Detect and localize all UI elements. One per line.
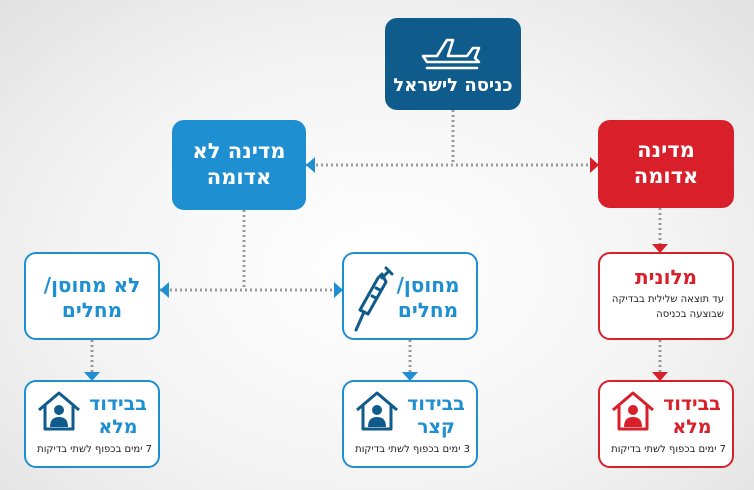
hotel-box: מלונית עד תוצאה שלילית בבדיקה שבוצעה בכנ…	[598, 252, 734, 340]
vaccinated-label-line2: מחלים	[397, 298, 459, 322]
syringe-icon	[354, 266, 394, 332]
arrow-into-vaccinated	[334, 282, 343, 298]
not-vaccinated-label-line1: לא מחוסן/	[43, 273, 141, 297]
house-person-icon	[612, 391, 654, 431]
red-country-label-line1: מדינה	[637, 138, 695, 162]
arrow-into-full-isolation-blue	[84, 372, 100, 381]
hotel-desc-line2: שבוצעה בכניסה	[656, 309, 724, 320]
arrow-into-red-country	[590, 157, 599, 173]
entry-to-israel-box: כניסה לישראל	[385, 18, 521, 110]
entry-label: כניסה לישראל	[393, 75, 513, 96]
full-isolation-red-line2: מלא	[672, 416, 712, 438]
red-country-box: מדינה אדומה	[598, 120, 734, 208]
not-vaccinated-box: לא מחוסן/ מחלים	[24, 252, 160, 340]
not-vaccinated-label-line2: מחלים	[61, 298, 123, 322]
vaccinated-label-line1: מחוסן/	[396, 273, 460, 297]
full-isolation-blue-line2: מלא	[98, 416, 138, 438]
full-isolation-red-note: 7 ימים בכפוף לשתי בדיקות	[611, 444, 726, 455]
arrow-into-hotel	[652, 244, 668, 253]
house-person-icon	[356, 391, 398, 431]
short-isolation-line2: קצר	[417, 416, 455, 438]
vaccinated-box: מחוסן/ מחלים	[342, 252, 478, 340]
short-isolation-note: 3 ימים בכפוף לשתי בדיקות	[355, 444, 470, 455]
non-red-country-box: מדינה לא אדומה	[172, 120, 306, 210]
red-country-label-line2: אדומה	[633, 164, 699, 188]
hotel-desc-line1: עד תוצאה שלילית בבדיקה	[611, 294, 724, 305]
arrow-into-short-isolation	[402, 372, 418, 381]
full-isolation-blue-note: 7 ימים בכפוף לשתי בדיקות	[37, 444, 152, 455]
house-person-icon	[38, 391, 80, 431]
arrow-into-full-isolation-red	[652, 372, 668, 381]
airplane-icon	[421, 38, 481, 70]
non-red-country-label-line1: מדינה לא	[192, 139, 286, 163]
full-isolation-red-box: בבידוד מלא 7 ימים בכפוף לשתי בדיקות	[598, 380, 734, 468]
full-isolation-blue-line1: בבידוד	[89, 393, 147, 415]
arrow-into-not-vaccinated	[160, 282, 169, 298]
non-red-country-label-line2: אדומה	[206, 165, 272, 189]
full-isolation-red-line1: בבידוד	[663, 393, 721, 415]
full-isolation-blue-box: בבידוד מלא 7 ימים בכפוף לשתי בדיקות	[24, 380, 160, 468]
short-isolation-box: בבידוד קצר 3 ימים בכפוף לשתי בדיקות	[342, 380, 478, 468]
arrow-into-non-red-country	[306, 157, 315, 173]
short-isolation-line1: בבידוד	[407, 393, 465, 415]
hotel-title: מלונית	[634, 265, 698, 289]
